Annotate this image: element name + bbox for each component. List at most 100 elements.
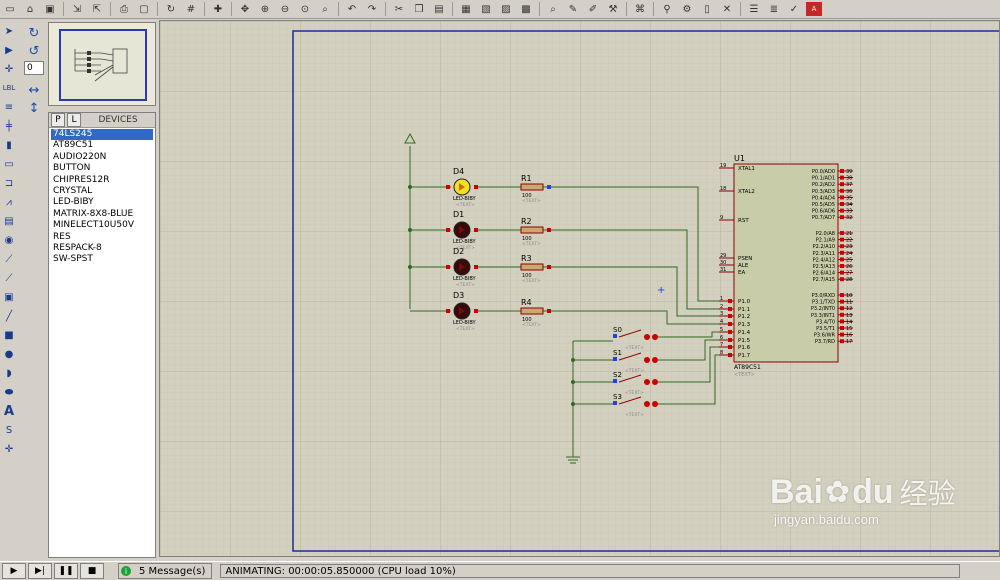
block-rotate-icon[interactable]: ▨	[501, 3, 511, 15]
block-delete-icon[interactable]: ▩	[521, 3, 531, 15]
resistor-text-placeholder: <TEXT>	[522, 278, 541, 284]
device-item[interactable]: LED-BIBY	[53, 197, 94, 208]
device-item[interactable]: RESPACK-8	[53, 243, 102, 254]
device-item[interactable]: BUTTON	[53, 163, 91, 174]
paste-icon[interactable]: ▤	[434, 3, 444, 15]
circle-icon[interactable]: ●	[4, 348, 14, 360]
mcu-pin-name: P3.0/RXD	[812, 293, 836, 299]
device-item[interactable]: MATRIX-8X8-BLUE	[53, 208, 134, 219]
subcircuit-icon[interactable]: ▮	[6, 139, 12, 151]
zoom-in-icon[interactable]: ⊕	[260, 3, 270, 15]
symbol-icon[interactable]: S	[5, 424, 13, 436]
messages-box[interactable]: i 5 Message(s)	[118, 563, 213, 579]
block-copy-icon[interactable]: ▦	[461, 3, 471, 15]
pick-devices-button[interactable]: P	[51, 113, 65, 127]
schematic-drawing[interactable]: D4LED-BIBY<TEXT>R1100<TEXT>D1LED-BIBY<TE…	[160, 21, 1000, 557]
component-mode-icon[interactable]: ▶	[5, 44, 13, 56]
overview-thumbnail	[74, 48, 128, 82]
zoom-all-icon[interactable]: ⊙	[300, 3, 310, 15]
netlist-icon[interactable]: ≣	[769, 3, 779, 15]
terminals-icon[interactable]: ▭	[4, 158, 14, 170]
stop-button[interactable]: ■	[80, 563, 104, 579]
device-pins-icon[interactable]: ⊐	[4, 177, 14, 189]
refresh-icon[interactable]: ↻	[166, 3, 176, 15]
pause-button[interactable]: ❚❚	[54, 563, 78, 579]
pick-device-icon[interactable]: ⌕	[550, 3, 556, 15]
make-device-icon[interactable]: ✎	[568, 3, 578, 15]
packaging-tool-icon[interactable]: ✐	[588, 3, 598, 15]
export-icon[interactable]: ⇱	[92, 3, 102, 15]
mcu-ref-label: U1	[734, 154, 745, 163]
device-item[interactable]: CHIPRES12R	[53, 174, 110, 185]
wire-autorouter-icon[interactable]: ⌘	[635, 3, 645, 15]
bus-icon[interactable]: ╪	[5, 120, 13, 132]
cut-icon[interactable]: ✂	[394, 3, 404, 15]
graph-icon[interactable]: ⩘	[6, 196, 12, 208]
selection-mode-icon[interactable]: ➤	[4, 25, 14, 37]
open-file-icon[interactable]: ⌂	[26, 3, 34, 15]
device-item[interactable]: AT89C51	[53, 140, 94, 151]
new-sheet-icon[interactable]: ▯	[704, 3, 710, 15]
overview-window[interactable]	[48, 22, 156, 106]
play-button[interactable]: ▶	[2, 563, 26, 579]
print-icon[interactable]: ⎙	[120, 3, 128, 15]
mirror-vertical-icon[interactable]: ↕	[28, 100, 40, 116]
undo-icon[interactable]: ↶	[347, 3, 357, 15]
mcu-pin-number: 26	[846, 264, 852, 270]
mirror-horizontal-icon[interactable]: ↔	[28, 82, 40, 98]
voltage-probe-icon[interactable]: ⟋	[5, 253, 13, 265]
copy-icon[interactable]: ❐	[414, 3, 424, 15]
text-icon[interactable]: A	[3, 403, 15, 419]
box-icon[interactable]: ■	[4, 329, 14, 341]
device-item[interactable]: CRYSTAL	[53, 186, 93, 197]
print-area-icon[interactable]: ▢	[139, 3, 149, 15]
device-item[interactable]: MINELECT10U50V	[53, 220, 134, 231]
search-tag-icon[interactable]: ⚲	[663, 3, 671, 15]
marker-icon[interactable]: ✛	[4, 443, 14, 455]
import-icon[interactable]: ⇲	[72, 3, 82, 15]
junction-dot-icon[interactable]: ✛	[4, 63, 14, 75]
rotate-clockwise-icon[interactable]: ↻	[28, 25, 40, 41]
property-tool-icon[interactable]: ⚙	[682, 3, 692, 15]
device-item[interactable]: RES	[53, 231, 71, 242]
step-button[interactable]: ▶|	[28, 563, 52, 579]
overview-viewport[interactable]	[59, 29, 147, 101]
line-icon[interactable]: ╱	[5, 310, 13, 322]
path-icon[interactable]: ⬬	[4, 386, 14, 398]
new-file-icon[interactable]: ▭	[5, 3, 15, 15]
text-script-icon[interactable]: ≡	[4, 101, 14, 113]
decompose-icon[interactable]: ⚒	[608, 3, 618, 15]
arc-icon[interactable]: ◗	[6, 367, 12, 379]
pin-state-marker	[547, 228, 551, 232]
virtual-instruments-icon[interactable]: ▣	[4, 291, 14, 303]
electrical-check-icon[interactable]: ✓	[789, 3, 799, 15]
mcu-pin-number: 5	[720, 327, 723, 333]
origin-icon[interactable]: ✚	[213, 3, 223, 15]
device-item[interactable]: SW-SPST	[53, 254, 93, 265]
mcu-pin-name: P0.4/AD4	[812, 195, 835, 201]
rotation-angle-input[interactable]	[24, 61, 44, 75]
current-probe-icon[interactable]: ⟋	[5, 272, 13, 284]
zoom-area-icon[interactable]: ⌕	[322, 3, 328, 15]
ares-icon[interactable]: A	[806, 2, 822, 16]
library-manager-button[interactable]: L	[67, 113, 81, 127]
remove-sheet-icon[interactable]: ✕	[722, 3, 732, 15]
pin-state-marker	[840, 208, 844, 213]
device-item[interactable]: AUDIO220N	[53, 151, 107, 162]
pan-icon[interactable]: ✥	[240, 3, 250, 15]
zoom-out-icon[interactable]: ⊖	[280, 3, 290, 15]
block-move-icon[interactable]: ▧	[481, 3, 491, 15]
redo-icon[interactable]: ↷	[367, 3, 377, 15]
grid-icon[interactable]: #	[186, 3, 196, 15]
tape-recorder-icon[interactable]: ▤	[4, 215, 14, 227]
pin-state-marker	[446, 228, 450, 232]
bill-of-materials-icon[interactable]: ☰	[749, 3, 759, 15]
wire-label-icon[interactable]: LBL	[2, 84, 16, 92]
generator-icon[interactable]: ◉	[4, 234, 14, 246]
rotate-anticlockwise-icon[interactable]: ↺	[28, 43, 40, 59]
mcu-pin-name: ALE	[738, 263, 749, 269]
save-file-icon[interactable]: ▣	[45, 3, 55, 15]
device-item[interactable]: 74LS245	[51, 129, 153, 141]
